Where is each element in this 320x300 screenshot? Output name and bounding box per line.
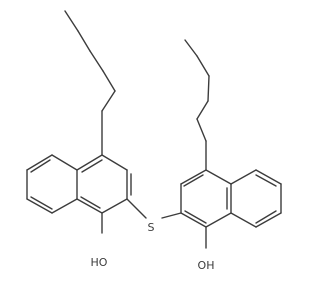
molecule-structure: S HO OH	[26, 10, 282, 272]
bond	[76, 198, 103, 214]
bond	[77, 30, 91, 52]
bond	[184, 39, 198, 57]
bond	[205, 212, 232, 228]
bond	[126, 198, 147, 219]
right-hexyl-chain	[184, 39, 210, 171]
left-naphthalene	[26, 154, 132, 234]
bond	[255, 174, 277, 187]
bond	[101, 198, 128, 214]
right-naphthalene	[180, 169, 282, 249]
bond	[207, 75, 210, 102]
bond	[184, 210, 207, 224]
bond	[205, 169, 232, 185]
bond	[64, 10, 79, 32]
atom-hydroxyl-left: HO	[88, 255, 110, 269]
bond	[80, 196, 101, 209]
thioether-bridge	[126, 198, 182, 219]
bond	[230, 212, 257, 228]
bond	[180, 212, 207, 228]
left-hexyl-chain	[64, 10, 116, 156]
bond	[196, 118, 207, 142]
bond	[30, 196, 53, 210]
bond	[255, 210, 277, 224]
bond	[81, 159, 103, 173]
bond	[230, 169, 257, 185]
bond	[101, 90, 116, 112]
bond	[255, 169, 282, 185]
bond	[180, 169, 207, 185]
atom-hydroxyl-right: OH	[195, 258, 217, 272]
sulfur-label: S	[148, 221, 155, 234]
bond	[196, 100, 209, 120]
bond	[26, 198, 53, 214]
hydroxyl-right-label: OH	[198, 259, 215, 272]
bond	[161, 212, 182, 219]
atom-sulfur: S	[146, 220, 156, 234]
bond	[26, 154, 53, 171]
bond	[30, 159, 51, 173]
hydroxyl-left-label: HO	[91, 256, 108, 269]
bond	[89, 50, 104, 72]
bond	[51, 154, 78, 171]
bond	[76, 154, 103, 171]
bond	[51, 198, 78, 214]
bond	[102, 70, 116, 92]
bond	[101, 154, 128, 171]
bond	[196, 55, 210, 77]
bond	[183, 174, 204, 187]
bond	[255, 212, 282, 228]
